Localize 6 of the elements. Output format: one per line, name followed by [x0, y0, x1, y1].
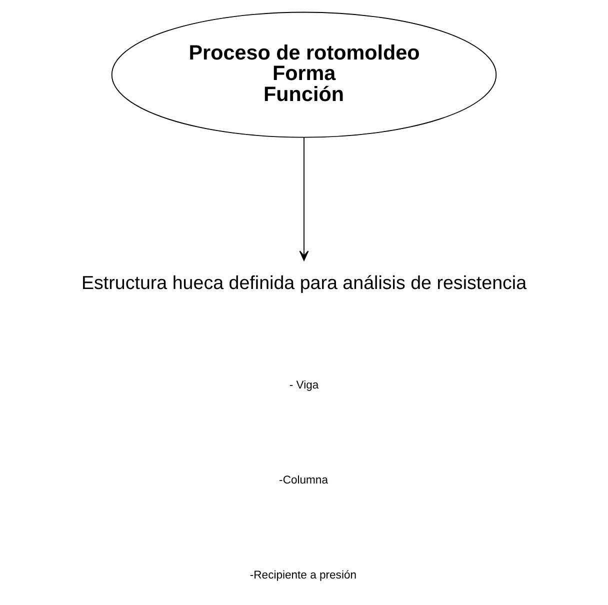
arrow [299, 136, 309, 261]
label: - Viga [289, 380, 319, 392]
node-ellipse: Proceso de rotomoldeo Forma Función [111, 12, 497, 138]
label: -Recipiente a presión [250, 570, 357, 582]
node-text: Estructura hueca definida para análisis de resistencia [81, 272, 527, 293]
label: -Columna [279, 474, 328, 487]
